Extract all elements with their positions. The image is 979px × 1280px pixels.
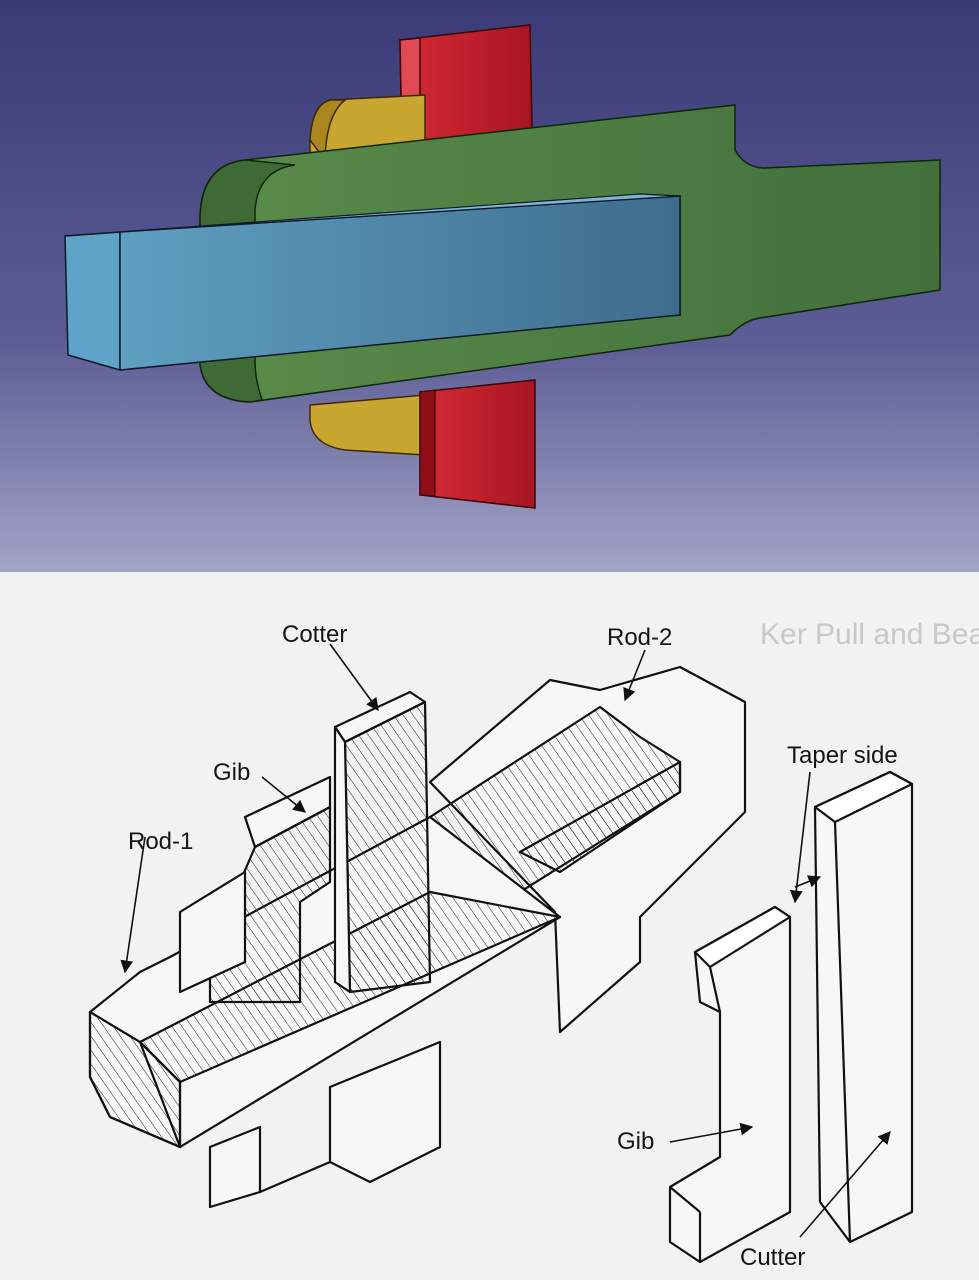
cad-viewport [0,0,979,572]
cotter-section-hatch [343,700,432,994]
sketch-drawing: Ker Pull and Bearing [0,572,979,1280]
gib-detail [668,905,792,1264]
joint-assembly [88,665,747,1209]
faint-bleed-text: Ker Pull and Bearing [760,618,979,651]
gib-yellow-bottom [309,394,426,456]
label-rod-1: Rod-1 [128,828,193,855]
rod-1-lug-right [328,1040,442,1184]
rod-1-blue [64,193,681,371]
leader-rod-1 [120,836,146,974]
label-gib-bottom: Gib [617,1128,654,1155]
label-cutter: Cutter [740,1244,805,1271]
leader-cotter [329,643,379,712]
leader-cutter [799,1131,891,1238]
label-taper-side: Taper side [787,742,898,769]
label-rod-2: Rod-2 [607,624,672,651]
leader-rod-2 [623,649,646,702]
cutter-detail [813,770,914,1244]
rod-1-collar [178,870,247,994]
label-cotter: Cotter [282,621,347,648]
cutter-detail-body [813,770,914,1244]
label-gib-top: Gib [213,759,250,786]
cotter-joint-sketch-svg: Ker Pull and Bearing [0,572,979,1280]
cad-model-svg [0,0,979,572]
cotter-red-bottom [419,379,536,509]
leader-lines [120,643,891,1238]
leader-gib-bottom [669,1122,754,1143]
leader-gib-top [261,776,306,813]
leader-taper-side [789,771,811,904]
